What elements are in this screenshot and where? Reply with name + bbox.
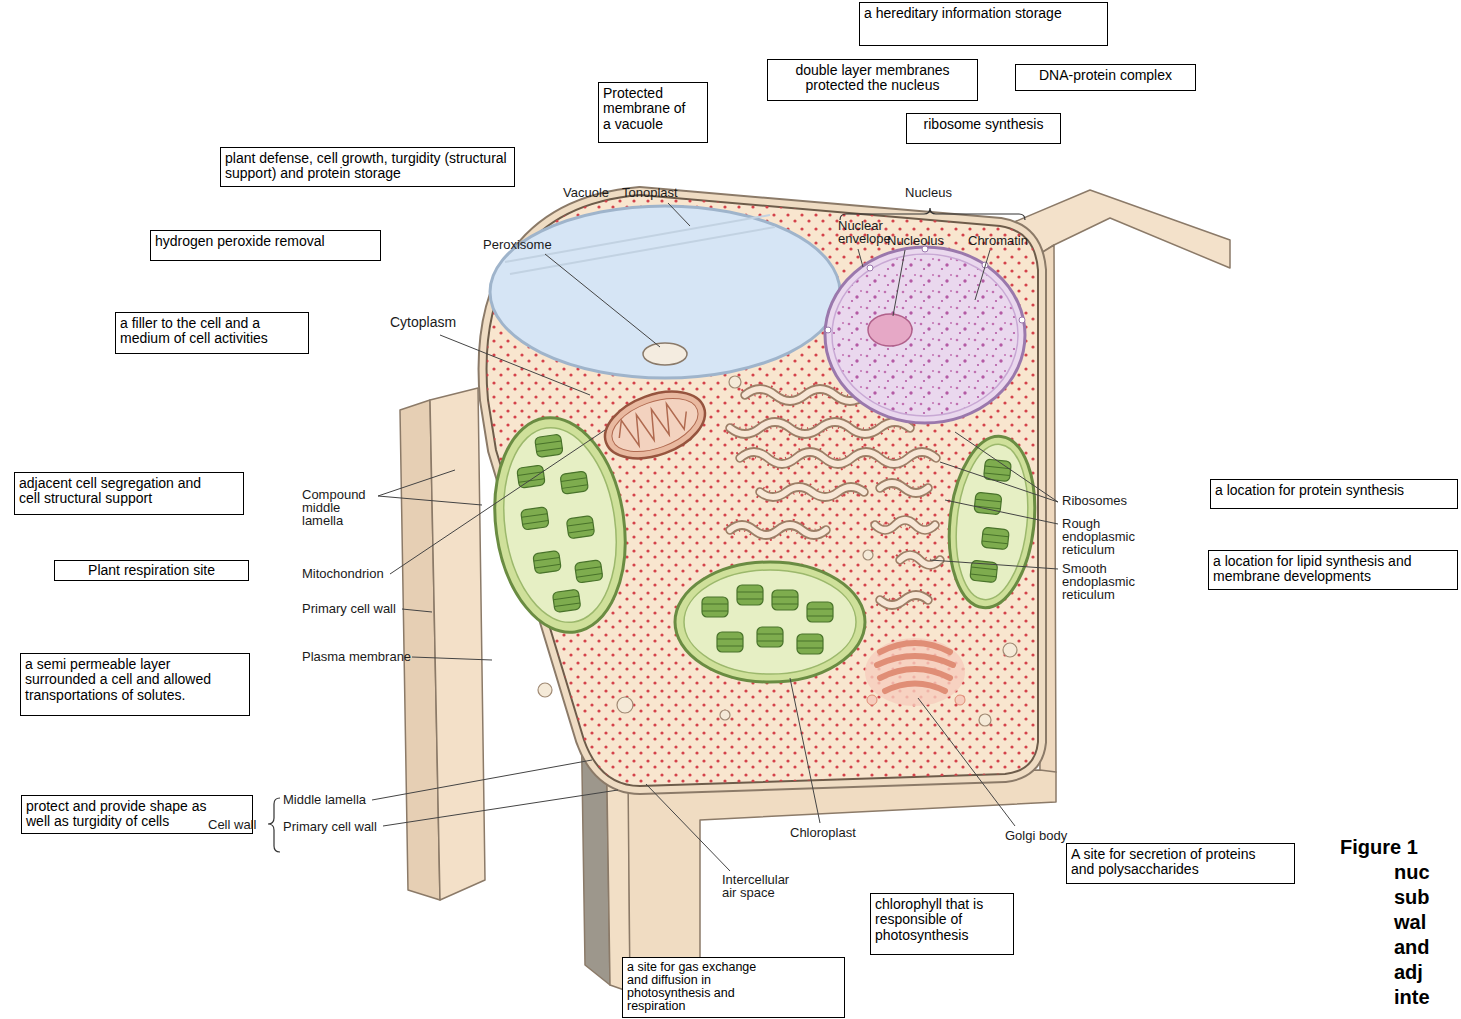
annotation-box: Plant respiration site [54,560,249,581]
part-label: Nucleolus [887,234,944,247]
part-label: Chromatin [968,234,1028,247]
annotation-box: DNA-protein complex [1015,64,1196,91]
part-label: Intercellular air space [722,873,802,899]
box-text: A site for secretion of proteins and pol… [1071,847,1280,878]
box-text: double layer membranes protected the nuc… [772,63,973,94]
part-label: Primary cell wall [283,820,377,833]
box-text: a hereditary information storage [864,6,1103,21]
annotation-box: double layer membranes protected the nuc… [767,59,978,101]
annotation-box: a location for lipid synthesis and membr… [1208,550,1458,590]
part-label: Plasma membrane [302,650,411,663]
annotation-box: a semi permeable layer surrounded a cell… [20,653,250,716]
peroxisome [643,343,687,365]
annotation-box: plant defense, cell growth, turgidity (s… [220,147,515,187]
vacuole [490,206,840,378]
part-label: Golgi body [1005,829,1067,842]
vesicles [538,376,1017,726]
chloroplast [675,562,865,682]
box-text: ribosome synthesis [911,117,1056,132]
part-label: Peroxisome [483,238,552,251]
golgi-body [865,638,965,706]
annotation-box: hydrogen peroxide removal [150,230,381,261]
part-label: Tonoplast [622,186,678,199]
part-label: Smooth endoplasmic reticulum [1062,562,1142,601]
box-text: a filler to the cell and a medium of cel… [120,316,304,347]
part-label: Cytoplasm [390,316,456,329]
box-text: Plant respiration site [59,563,244,578]
cell-wall-brace [268,798,280,852]
chloroplast [941,432,1043,612]
mitochondrion [596,379,714,471]
annotation-box: a filler to the cell and a medium of cel… [115,312,309,354]
box-text: Protected membrane of a vacuole [603,86,691,132]
part-label: Nucleus [905,186,952,199]
annotation-box: A site for secretion of proteins and pol… [1066,843,1295,884]
box-text: protect and provide shape as well as tur… [26,799,222,830]
nucleus [825,246,1025,423]
part-label: Chloroplast [790,826,856,839]
part-label: Middle lamella [283,793,366,806]
box-text: chlorophyll that is responsible of photo… [875,897,1009,943]
box-text: a location for lipid synthesis and membr… [1213,554,1453,585]
box-text: adjacent cell segregation and cell struc… [19,476,223,507]
part-label: Ribosomes [1062,494,1127,507]
annotation-box: ribosome synthesis [906,113,1061,144]
annotation-box: Protected membrane of a vacuole [598,82,708,143]
annotation-box: a hereditary information storage [859,2,1108,46]
annotation-box: chlorophyll that is responsible of photo… [870,893,1014,955]
leader-lines [372,203,1058,871]
part-label: Cell wall [208,818,256,831]
annotation-box: a site for gas exchange and diffusion in… [622,957,845,1018]
box-text: a semi permeable layer surrounded a cell… [25,657,245,703]
part-label: Vacuole [563,186,609,199]
annotation-box: adjacent cell segregation and cell struc… [14,472,244,515]
box-text: a location for protein synthesis [1215,483,1453,498]
part-label: Compound middle lamella [302,488,374,527]
box-text: plant defense, cell growth, turgidity (s… [225,151,510,182]
part-label: Mitochondrion [302,567,384,580]
figure-caption: Figure 1 nuc sub wal and adj inte [1340,835,1452,1010]
box-text: DNA-protein complex [1020,68,1191,83]
part-label: Primary cell wall [302,602,396,615]
box-text: hydrogen peroxide removal [155,234,376,249]
part-label: Rough endoplasmic reticulum [1062,517,1142,556]
annotation-box: a location for protein synthesis [1210,479,1458,509]
box-text: a site for gas exchange and diffusion in… [627,961,779,1014]
